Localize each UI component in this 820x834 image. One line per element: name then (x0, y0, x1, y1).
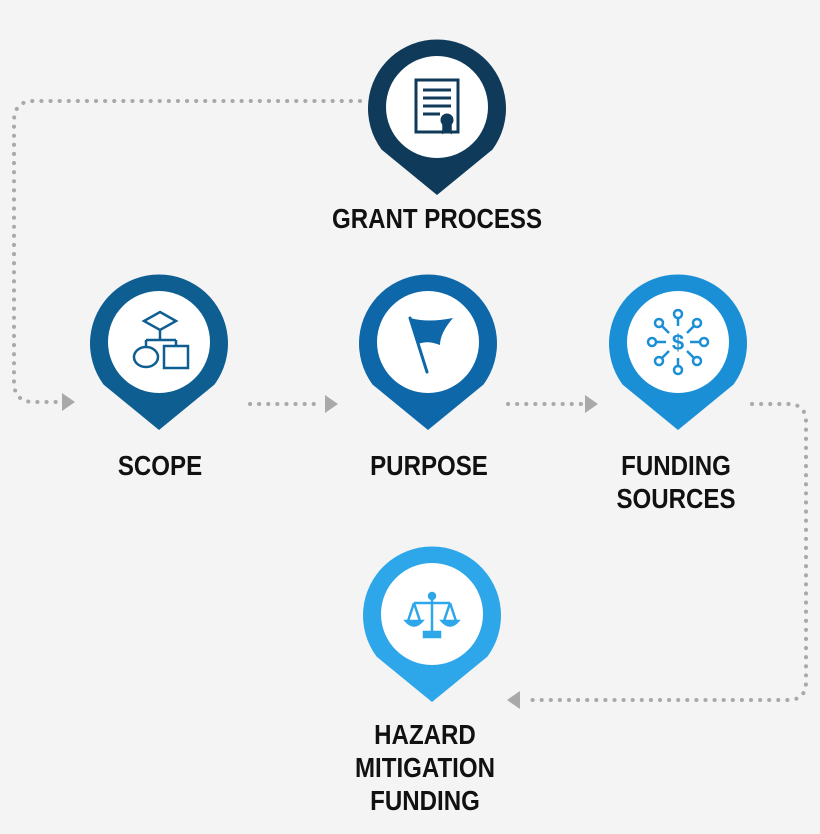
label-line: SOURCES (616, 483, 736, 514)
pin-scope (90, 274, 228, 430)
scales-icon (403, 591, 461, 639)
label-line: SCOPE (117, 450, 203, 481)
money-network-icon: $ (646, 308, 710, 376)
pin-hazard-mitigation-funding (363, 546, 502, 702)
label-line: GRANT PROCESS (331, 203, 543, 234)
arrowheads (62, 393, 598, 709)
pin-inner-circle (627, 291, 729, 393)
arrowhead-purpose (325, 395, 338, 413)
arrowhead-hazard (507, 691, 520, 709)
flowchart-icon (132, 310, 190, 370)
label-hazard-mitigation-funding: HAZARD MITIGATION FUNDING (339, 718, 511, 817)
label-line: PURPOSE (370, 450, 488, 481)
label-line: HAZARD (374, 719, 476, 750)
label-purpose: PURPOSE (352, 449, 507, 482)
flag-icon (408, 316, 453, 374)
pin-purpose (359, 274, 497, 430)
label-funding-sources: FUNDING SOURCES (599, 449, 754, 515)
pin-funding-sources: $ (609, 274, 748, 430)
arrowhead-scope (62, 393, 75, 411)
label-grant-process: GRANT PROCESS (325, 202, 549, 235)
pin-grant-process (367, 39, 507, 195)
arrowhead-funding (585, 395, 598, 413)
svg-text:$: $ (672, 330, 684, 355)
label-line: MITIGATION (354, 752, 495, 783)
certificate-icon (414, 78, 460, 135)
label-line: FUNDING (370, 785, 480, 816)
label-line: FUNDING (621, 450, 731, 481)
connector-funding-to-hazard (526, 402, 808, 702)
pin-inner-circle (108, 291, 210, 393)
connectors (12, 99, 808, 702)
label-scope: SCOPE (91, 449, 229, 482)
